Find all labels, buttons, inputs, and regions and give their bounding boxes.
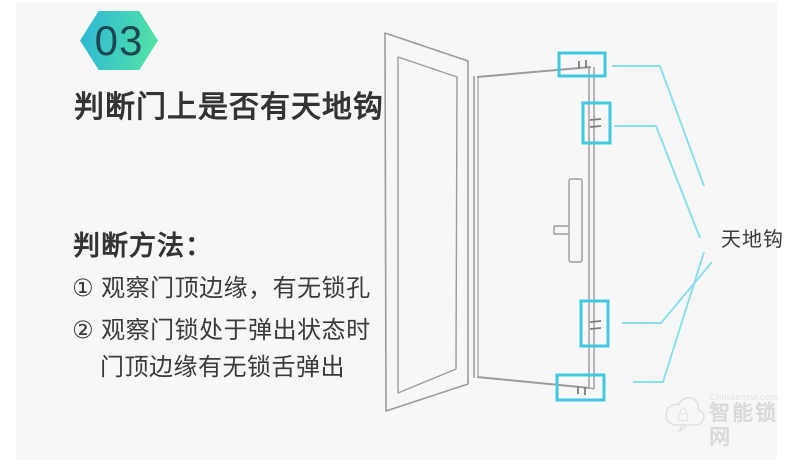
method-step-3: 门顶边缘有无锁舌弹出 bbox=[100, 354, 345, 381]
door-leaf-corner bbox=[589, 387, 595, 390]
watermark-url: Chinaznsw.com bbox=[709, 392, 779, 402]
page-title: 判断门上是否有天地钩 bbox=[74, 91, 384, 124]
door-leaf-top-edge bbox=[476, 66, 592, 78]
highlight-box-upper bbox=[581, 101, 612, 145]
lower-bolt-marks bbox=[589, 320, 602, 330]
door-panel-inner-outline bbox=[397, 56, 458, 394]
watermark-site-name: 智能锁网 bbox=[709, 402, 779, 449]
top-hook-pins bbox=[578, 60, 587, 69]
infographic-canvas: 03 判断门上是否有天地钩 判断方法： ① 观察门顶边缘，有无锁孔 ② 观察门锁… bbox=[16, 3, 783, 460]
door-panel-outline bbox=[384, 32, 469, 412]
bottom-hook-pins bbox=[577, 386, 586, 395]
door-leaf-bottom-edge bbox=[476, 376, 591, 389]
method-heading: 判断方法： bbox=[73, 231, 213, 261]
method-step-2: ② 观察门锁处于弹出状态时 bbox=[72, 317, 371, 344]
highlight-box-top bbox=[557, 51, 607, 78]
cloud-lock-icon bbox=[665, 397, 705, 432]
callout-line-upper bbox=[614, 125, 701, 239]
door-handle-arm bbox=[553, 225, 569, 235]
callout-line-top bbox=[612, 65, 705, 187]
hook-label: 天地钩 bbox=[721, 229, 784, 251]
watermark: Chinaznsw.com 智能锁网 bbox=[662, 392, 792, 450]
method-step-1: ① 观察门顶边缘，有无锁孔 bbox=[72, 275, 371, 302]
highlight-box-lower bbox=[579, 299, 610, 348]
highlight-box-bottom bbox=[555, 373, 606, 402]
step-number: 03 bbox=[94, 16, 144, 64]
upper-bolt-marks bbox=[589, 118, 602, 128]
step-number-badge: 03 bbox=[80, 11, 158, 70]
door-handle bbox=[568, 178, 583, 263]
callout-line-bottom bbox=[633, 251, 705, 383]
